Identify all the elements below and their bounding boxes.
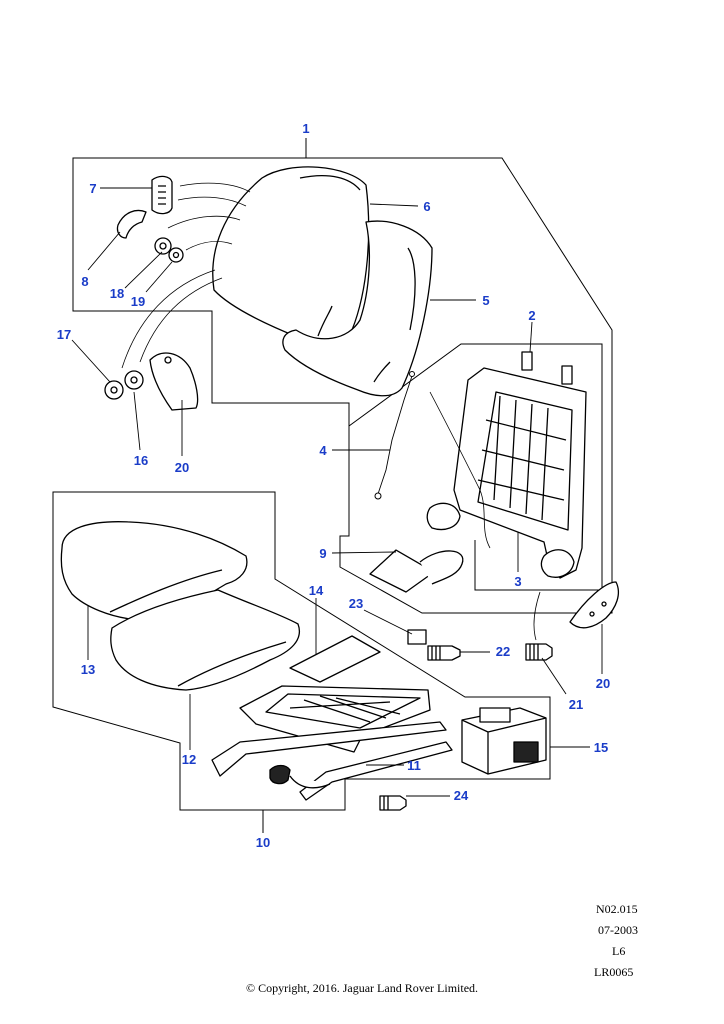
- seat-back-frame: [426, 351, 587, 579]
- callout-7: 7: [89, 181, 96, 196]
- callout-20-left: 20: [175, 460, 189, 475]
- callout-24: 24: [454, 788, 469, 803]
- callout-16: 16: [134, 453, 148, 468]
- callout-18: 18: [110, 286, 124, 301]
- callout-22: 22: [496, 644, 510, 659]
- seat-runners: [211, 721, 453, 801]
- callout-17: 17: [57, 327, 71, 342]
- callout-19: 19: [131, 294, 145, 309]
- callout-leaders: [71, 187, 603, 797]
- adjuster-gear-17: [104, 380, 124, 400]
- bolt-24: [379, 795, 407, 811]
- reference-variant: L6: [612, 944, 626, 958]
- reference-code: N02.015: [596, 902, 638, 916]
- callout-10: 10: [256, 835, 270, 850]
- callout-1: 1: [302, 121, 309, 136]
- callout-8: 8: [81, 274, 88, 289]
- frame-cable: [429, 391, 491, 549]
- seat-back-cushion: [282, 220, 433, 397]
- callout-13: 13: [81, 662, 95, 677]
- copyright-notice: © Copyright, 2016. Jaguar Land Rover Lim…: [245, 981, 479, 995]
- callout-11: 11: [407, 758, 421, 773]
- callout-12: 12: [182, 752, 196, 767]
- leader-arc-3: [167, 215, 241, 229]
- callout-5: 5: [482, 293, 489, 308]
- lumbar-pad: [369, 549, 464, 593]
- callout-3: 3: [514, 574, 521, 589]
- leader-arc-7: [533, 591, 541, 641]
- callout-21: 21: [569, 697, 583, 712]
- leader-arc-6: [139, 277, 223, 363]
- knob-trim: [116, 209, 147, 239]
- callout-2: 2: [528, 308, 535, 323]
- frame-assembly-boundary: [348, 343, 603, 591]
- adjuster-gear-16: [124, 370, 144, 390]
- seat-control-module: [461, 707, 547, 775]
- leader-arc-2: [177, 196, 247, 207]
- seat-pan-frame: [239, 685, 431, 753]
- callout-4: 4: [319, 443, 327, 458]
- release-cable: [374, 371, 415, 500]
- callout-14: 14: [309, 583, 324, 598]
- callout-9: 9: [319, 546, 326, 561]
- callout-23: 23: [349, 596, 363, 611]
- leader-arc-4: [185, 241, 233, 251]
- bolt-21: [525, 643, 553, 661]
- side-trim-right: [569, 581, 620, 629]
- leader-arc-1: [179, 182, 251, 193]
- adjuster-gear-small: [168, 247, 184, 263]
- callout-15: 15: [594, 740, 608, 755]
- reference-date: 07-2003: [598, 923, 638, 937]
- side-trim-left: [149, 352, 199, 411]
- callout-6: 6: [423, 199, 430, 214]
- bolt-22: [427, 645, 461, 661]
- reference-drawing: LR0065: [594, 965, 634, 979]
- cushion-pad: [289, 635, 381, 683]
- leader-arc-5: [121, 269, 216, 369]
- recline-knob: [151, 175, 173, 215]
- fastener-23: [407, 629, 427, 645]
- seat-back-cover-front: [212, 166, 370, 346]
- seat-cushion-base: [110, 589, 300, 691]
- cushion-assembly-boundary: [52, 491, 551, 811]
- callout-20-right: 20: [596, 676, 610, 691]
- adjuster-gear-large: [154, 237, 172, 255]
